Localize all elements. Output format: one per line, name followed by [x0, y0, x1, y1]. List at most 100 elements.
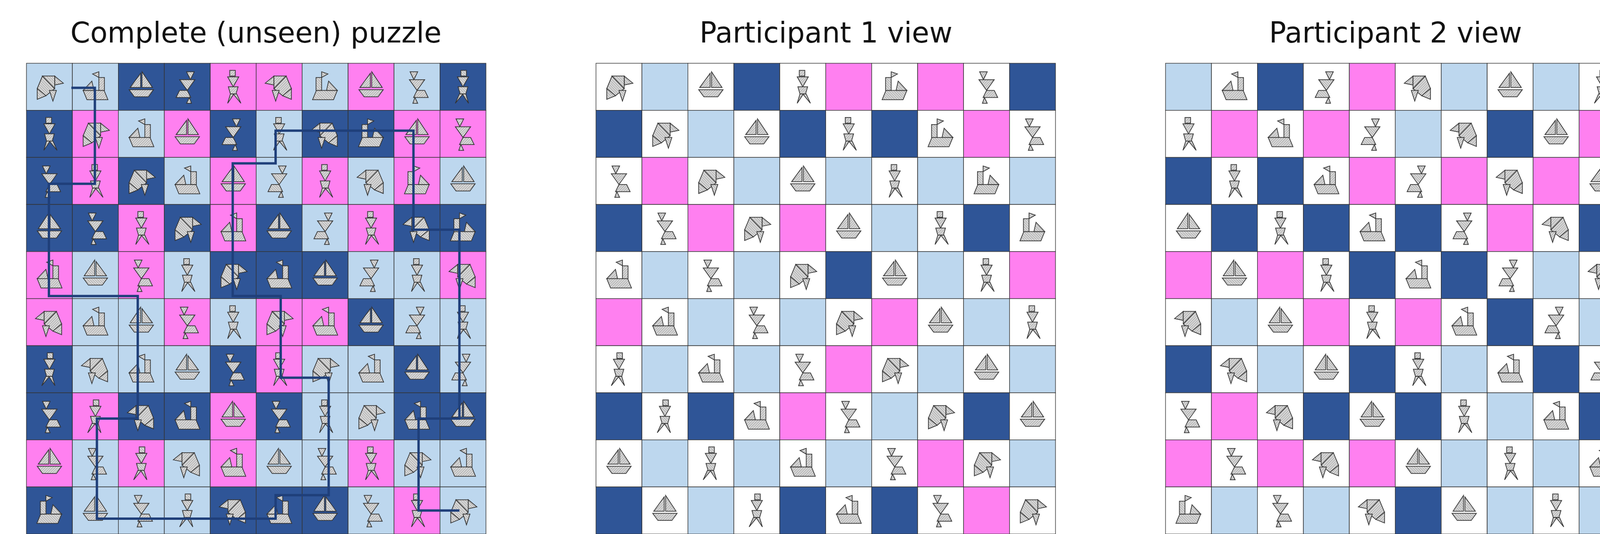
grid-cell — [871, 440, 918, 488]
tangram-piece — [1234, 261, 1246, 276]
grid-cell — [917, 486, 964, 534]
tangram-piece — [1559, 229, 1568, 241]
grid-cell — [393, 157, 440, 205]
tangram-piece — [791, 167, 802, 182]
tangram-piece — [1461, 307, 1468, 314]
tangram-piece — [1467, 135, 1477, 147]
tangram-figure — [81, 358, 108, 384]
tangram-figure — [266, 448, 292, 474]
grid-cell — [963, 63, 1010, 111]
tangram-piece — [1032, 329, 1040, 340]
tangram-piece — [1320, 264, 1333, 275]
grid-cell — [1579, 204, 1600, 252]
grid-cell — [595, 298, 642, 347]
tangram-piece — [133, 503, 150, 515]
tangram-figure — [319, 164, 333, 198]
tangram-piece — [1552, 493, 1559, 500]
tangram-figure — [450, 165, 476, 191]
tangram-piece — [1229, 180, 1240, 188]
tangram-piece — [87, 456, 104, 468]
tangram-piece — [136, 285, 142, 292]
tangram-piece — [98, 313, 105, 326]
tangram-figure — [744, 119, 770, 145]
tangram-piece — [92, 467, 107, 475]
tangram-piece — [891, 467, 906, 475]
tangram-piece — [802, 93, 811, 104]
grid — [1165, 63, 1600, 534]
tangram-piece — [622, 265, 629, 279]
grid-cell — [1487, 440, 1533, 488]
grid-cell — [210, 63, 256, 111]
tangram-piece — [38, 450, 49, 465]
tangram-piece — [836, 230, 861, 239]
grid-cell — [688, 440, 734, 488]
grid-cell — [963, 486, 1010, 534]
tangram-piece — [1183, 134, 1194, 142]
grid-cell — [256, 392, 303, 441]
grid-cell — [1303, 440, 1350, 488]
grid-cell — [1579, 251, 1600, 299]
grid-cell — [348, 63, 394, 111]
tangram-piece — [1404, 76, 1413, 86]
tangram-piece — [371, 419, 379, 431]
tangram-figure — [1175, 495, 1201, 524]
tangram-piece — [1323, 165, 1330, 172]
tangram-piece — [1266, 405, 1276, 415]
tangram-piece — [606, 278, 632, 289]
grid-cell — [871, 251, 918, 299]
grid-cell — [871, 486, 918, 534]
tangram-piece — [1320, 282, 1328, 292]
tangram-piece — [175, 372, 200, 380]
tangram-piece — [1234, 187, 1243, 198]
tangram-piece — [928, 324, 954, 332]
tangram-piece — [611, 376, 619, 386]
tangram-piece — [135, 235, 142, 245]
grid-cell — [871, 204, 918, 252]
grid-cell — [440, 251, 486, 299]
tangram-figure — [698, 354, 724, 383]
tangram-figure — [1504, 447, 1518, 481]
tangram-piece — [411, 264, 423, 275]
tangram-piece — [1184, 495, 1192, 502]
grid-cell — [348, 345, 394, 393]
grid-cell — [1009, 345, 1056, 393]
tangram-piece — [1269, 307, 1280, 324]
tangram-figure — [83, 123, 110, 149]
tangram-piece — [1412, 359, 1424, 370]
tangram-piece — [1594, 93, 1600, 104]
grid-cell — [595, 440, 642, 488]
grid-cell — [733, 392, 780, 441]
tangram-piece — [1029, 212, 1036, 219]
grid-cell — [256, 63, 303, 111]
tangram-piece — [227, 312, 239, 323]
tangram-piece — [272, 401, 280, 410]
panel-title: Complete (unseen) puzzle — [70, 17, 442, 49]
tangram-piece — [36, 514, 62, 524]
tangram-piece — [319, 187, 326, 198]
tangram-piece — [313, 325, 339, 336]
tangram-piece — [1504, 453, 1516, 464]
grid-cell — [595, 204, 642, 252]
grid-cell — [348, 157, 394, 205]
tangram-piece — [933, 495, 942, 504]
tangram-piece — [1555, 307, 1564, 316]
tangram-piece — [1464, 496, 1476, 511]
solution-path — [49, 87, 460, 520]
tangram-piece — [1367, 322, 1378, 330]
grid-cell — [1303, 392, 1350, 441]
tangram-piece — [280, 450, 291, 465]
tangram-figure — [703, 260, 723, 292]
tangram-piece — [756, 517, 763, 528]
grid-cell — [1532, 204, 1579, 252]
tangram-piece — [699, 73, 711, 88]
tangram-piece — [1318, 79, 1335, 91]
grid-cell — [393, 251, 440, 299]
grid-cell — [1395, 251, 1442, 299]
tangram-figure — [313, 260, 338, 286]
tangram-piece — [365, 453, 377, 464]
tangram-piece — [836, 504, 848, 515]
tangram-piece — [936, 514, 952, 522]
grid-cell — [1441, 251, 1488, 299]
tangram-figure — [35, 311, 62, 337]
tangram-piece — [882, 90, 908, 100]
